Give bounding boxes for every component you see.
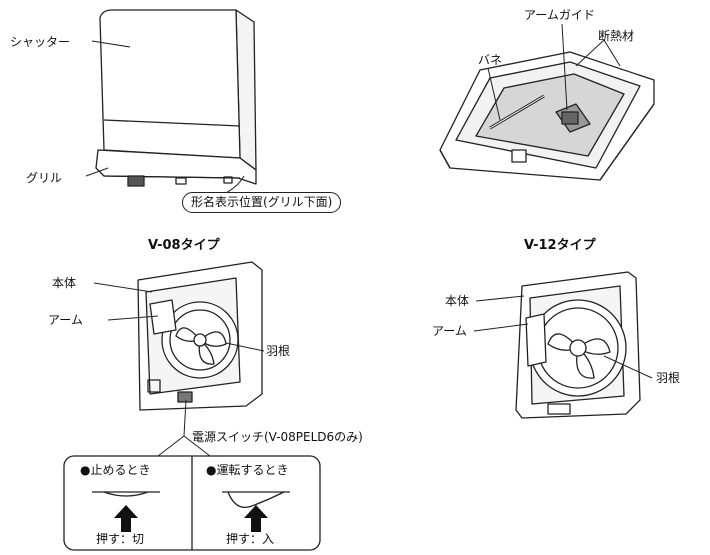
run-action: 押す：入 — [226, 532, 275, 546]
stop-heading: ●止めるとき — [80, 463, 151, 477]
run-heading: ●運転するとき — [206, 463, 289, 477]
switch-detail-box — [63, 455, 321, 551]
v08-title: V-08タイプ — [148, 238, 220, 253]
v12-title: V-12タイプ — [524, 238, 596, 253]
v08-switch-label: 電源スイッチ(V-08PELD6のみ) — [192, 430, 363, 444]
v08-arm-label: アーム — [48, 313, 83, 327]
v08-blade-label: 羽根 — [266, 344, 291, 358]
frame-arm-guide-drawing — [439, 51, 655, 181]
v12-blade-label: 羽根 — [656, 371, 681, 385]
shutter-unit-drawing — [95, 9, 257, 187]
model-position-label: 形名表示位置(グリル下面) — [182, 192, 342, 213]
arm-guide-label: アームガイド — [524, 8, 595, 22]
stop-action: 押す：切 — [96, 532, 145, 546]
grill-label: グリル — [26, 171, 63, 185]
v08-body-label: 本体 — [52, 276, 77, 290]
v12-arm-label: アーム — [432, 324, 467, 338]
v12-body-drawing — [515, 271, 641, 419]
leader-lines — [85, 23, 653, 457]
v08-body-drawing — [137, 261, 263, 411]
insulation-label: 断熱材 — [598, 29, 635, 43]
shutter-label: シャッター — [10, 35, 71, 49]
spring-label: バネ — [478, 53, 503, 67]
v12-body-label: 本体 — [445, 294, 470, 308]
